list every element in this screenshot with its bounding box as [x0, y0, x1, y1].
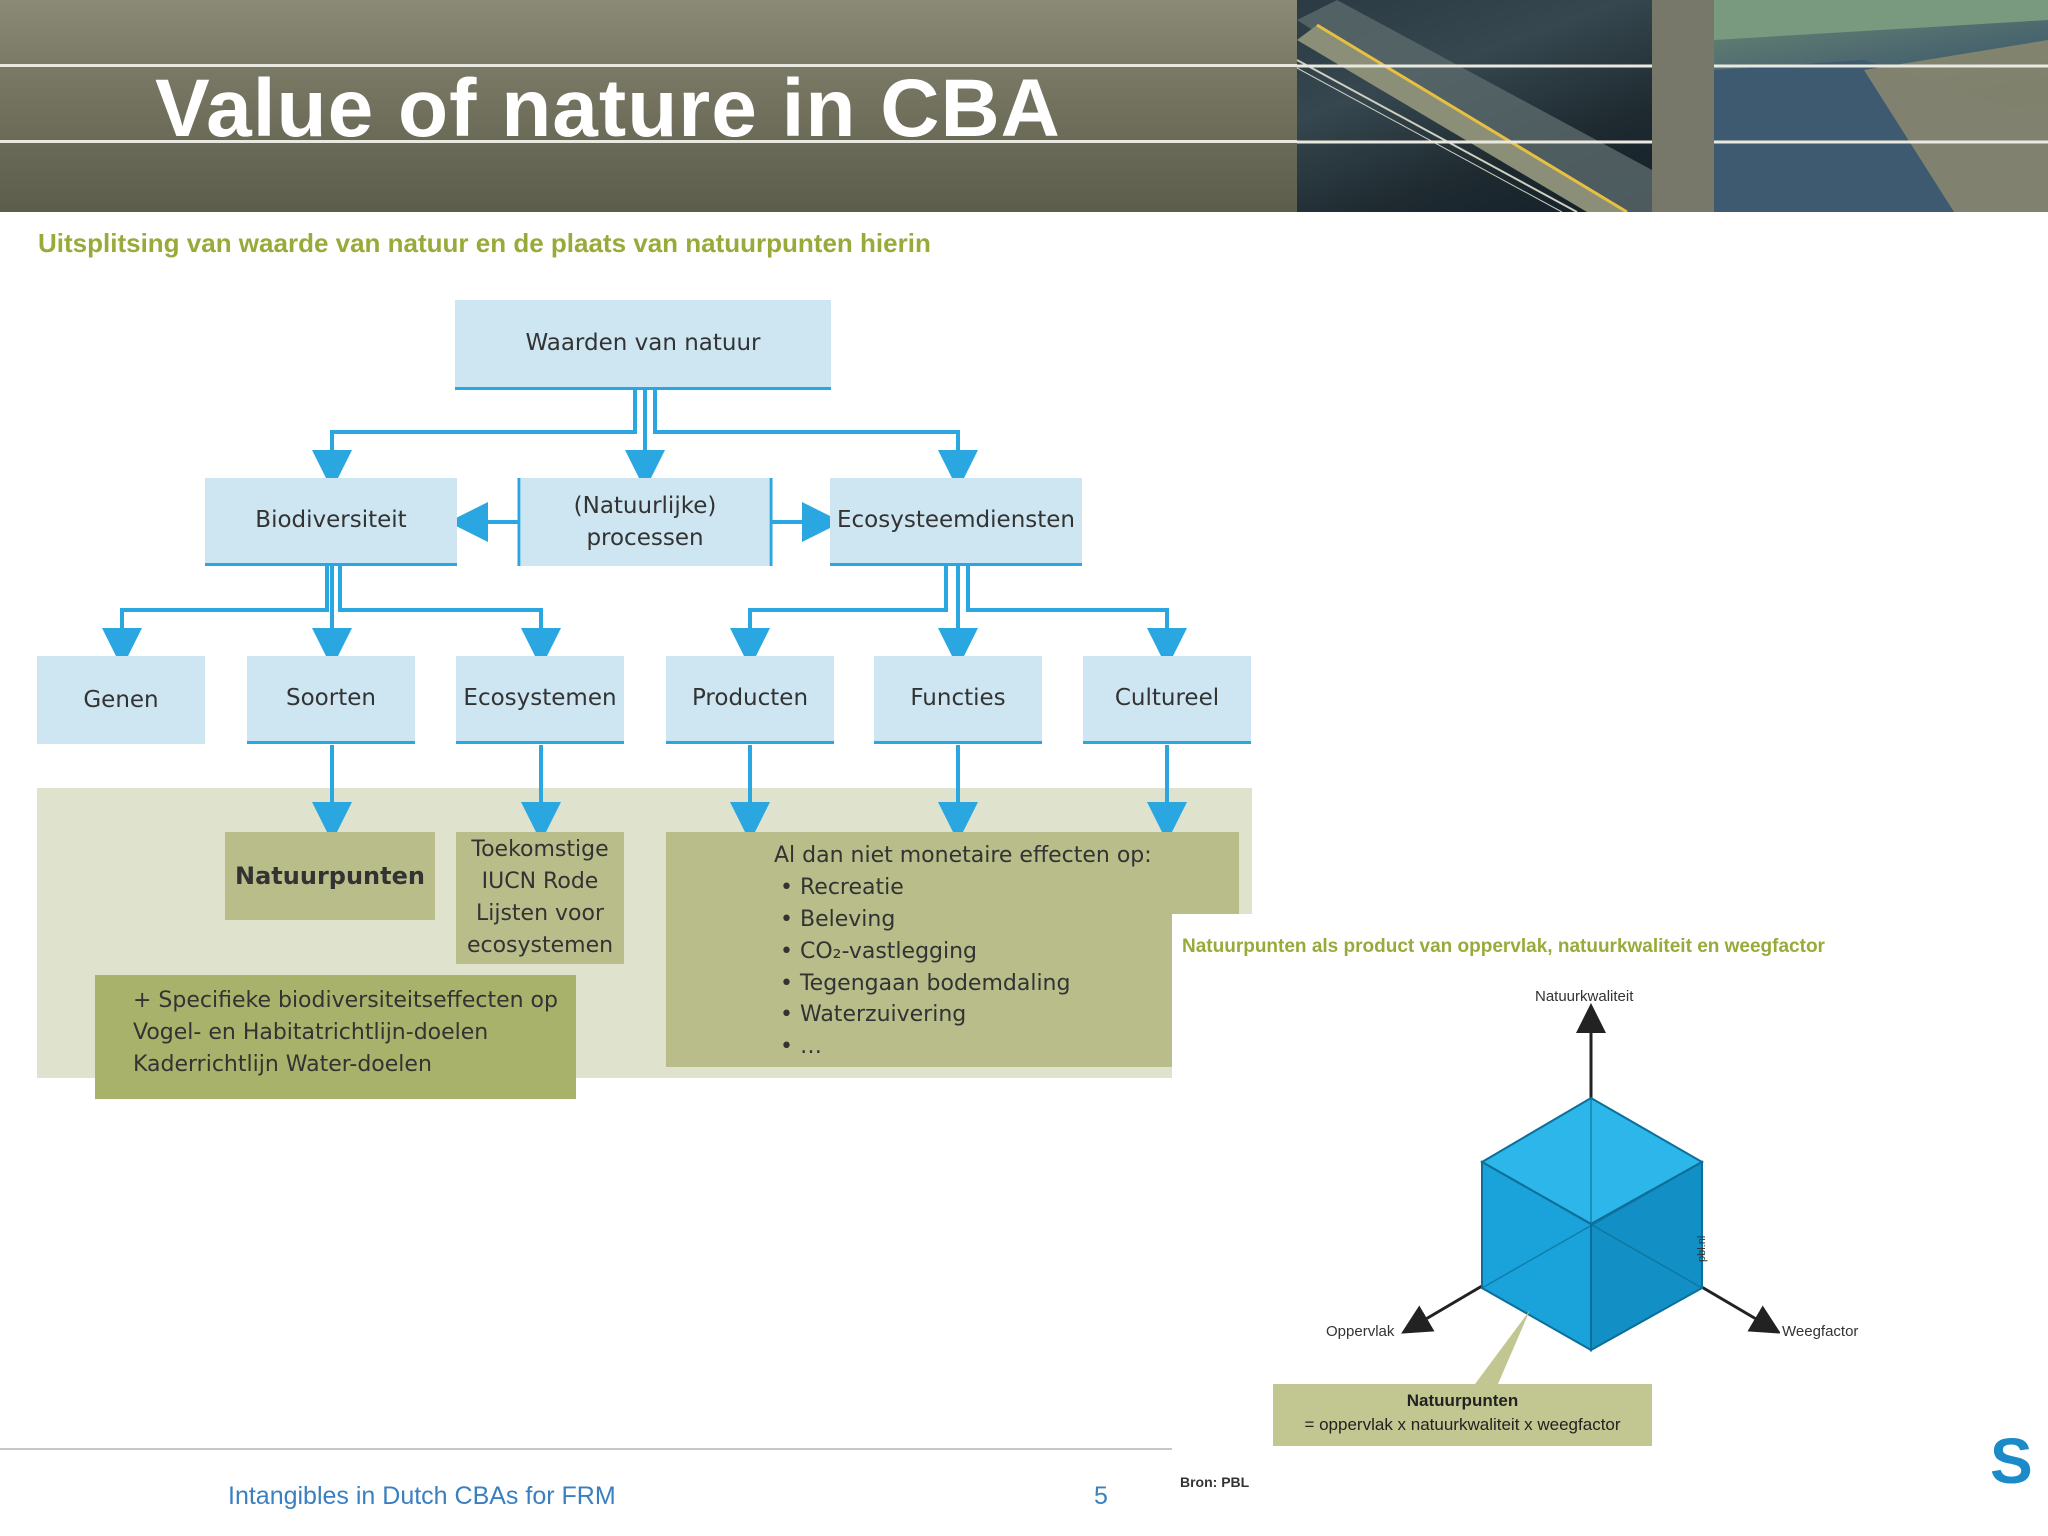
cube-figure-title: Natuurpunten als product van oppervlak, … — [1182, 936, 1825, 957]
node-iucn-rode-lijsten: Toekomstige IUCN Rode Lijsten voor ecosy… — [456, 832, 624, 964]
slide-title: Value of nature in CBA — [155, 63, 1061, 154]
effects-item: CO₂-vastlegging — [780, 936, 1239, 968]
cube-formula-box: Natuurpunten = oppervlak x natuurkwalite… — [1273, 1384, 1652, 1446]
node-iucn-label: Toekomstige IUCN Rode Lijsten voor ecosy… — [466, 837, 614, 958]
axis-left — [1401, 1284, 1483, 1334]
axis-right-label: Weegfactor — [1782, 1323, 1859, 1340]
node-soorten: Soorten — [247, 656, 415, 744]
node-genen: Genen — [37, 656, 205, 744]
cube-pointer — [1475, 1310, 1530, 1384]
header-rule-bottom — [0, 140, 2048, 143]
header-photo-gap — [1652, 0, 1714, 212]
company-logo: S — [1990, 1425, 2033, 1497]
node-ecosystemen: Ecosystemen — [456, 656, 624, 744]
node-processen-label: (Natuurlijke) processen — [573, 492, 717, 551]
effects-item: Recreatie — [780, 872, 1239, 904]
node-ecosysteemdiensten: Ecosysteemdiensten — [830, 478, 1082, 566]
specific-line: Kaderrichtlijn Water-doelen — [133, 1051, 432, 1077]
node-waarden-label: Waarden van natuur — [525, 330, 761, 357]
effects-heading: Al dan niet monetaire effecten op: — [774, 843, 1152, 868]
page-number: 5 — [1094, 1482, 1108, 1510]
node-producten: Producten — [666, 656, 834, 744]
node-biodiversiteit-label: Biodiversiteit — [255, 507, 407, 534]
bridge-photo-graphic — [1297, 0, 1652, 212]
node-genen-label: Genen — [83, 686, 159, 713]
node-functies-label: Functies — [910, 685, 1006, 712]
cube-box-title: Natuurpunten — [1406, 1391, 1519, 1410]
header-photo-delta — [1714, 0, 2048, 212]
node-natuurlijke-processen: (Natuurlijke) processen — [521, 478, 769, 566]
node-producten-label: Producten — [691, 685, 809, 712]
node-biodiversiteit: Biodiversiteit — [205, 478, 457, 566]
effects-item: … — [780, 1031, 1239, 1063]
header-photo-bridge — [1297, 0, 1652, 212]
effects-item: Beleving — [780, 904, 1239, 936]
effects-item: Waterzuivering — [780, 999, 1239, 1031]
node-cultureel: Cultureel — [1083, 656, 1251, 744]
specific-line: Vogel- en Habitatrichtlijn-doelen — [133, 1019, 489, 1045]
node-soorten-label: Soorten — [286, 685, 376, 712]
node-ecosysteemdiensten-label: Ecosysteemdiensten — [837, 507, 1075, 534]
node-natuurpunten: Natuurpunten — [225, 832, 435, 920]
cube-graphic — [1401, 1003, 1780, 1384]
node-cultureel-label: Cultureel — [1114, 685, 1220, 712]
delta-photo-graphic — [1714, 0, 2048, 212]
specific-line: + Specifieke biodiversiteitseffecten op — [133, 988, 558, 1013]
axis-left-label: Oppervlak — [1326, 1323, 1395, 1340]
cube-box-formula: = oppervlak x natuurkwaliteit x weegfact… — [1304, 1414, 1621, 1434]
header-rule-top — [0, 64, 2048, 67]
axis-up-label: Natuurkwaliteit — [1535, 988, 1634, 1005]
effects-item: Tegengaan bodemdaling — [780, 968, 1239, 1000]
axis-right — [1699, 1284, 1780, 1334]
pbl-side-text: pbl.nl — [1696, 1235, 1708, 1262]
node-waarden-van-natuur: Waarden van natuur — [455, 300, 831, 390]
effects-list: Recreatie Beleving CO₂-vastlegging Tegen… — [774, 872, 1239, 1063]
footer-rule — [0, 1448, 1172, 1450]
node-specifieke-effecten: + Specifieke biodiversiteitseffecten op … — [95, 975, 576, 1099]
diagram-connectors — [102, 390, 1187, 842]
node-natuurpunten-label: Natuurpunten — [235, 861, 425, 890]
source-credit: Bron: PBL — [1180, 1474, 1250, 1490]
node-ecosystemen-label: Ecosystemen — [463, 685, 617, 712]
footer-text: Intangibles in Dutch CBAs for FRM — [228, 1482, 616, 1510]
diagram-subtitle: Uitsplitsing van waarde van natuur en de… — [38, 228, 931, 258]
node-monetaire-effecten: Al dan niet monetaire effecten op: Recre… — [666, 832, 1239, 1067]
node-functies: Functies — [874, 656, 1042, 744]
